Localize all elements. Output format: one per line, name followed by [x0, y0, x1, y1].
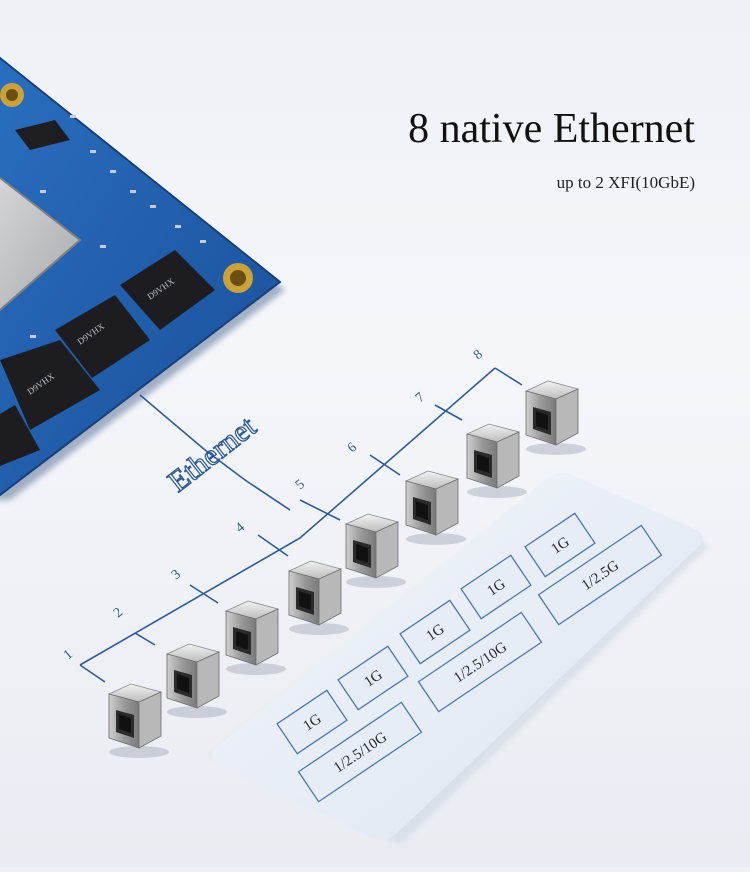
rj45-jacks — [107, 380, 586, 758]
rj45-jack-8 — [524, 380, 586, 455]
port-number-5: 5 — [293, 477, 308, 493]
rj45-jack-5 — [344, 513, 406, 588]
subheadline: up to 2 XFI(10GbE) — [556, 173, 695, 192]
speed-box-2500: 1/2.5G — [537, 524, 663, 626]
port-number-3: 3 — [169, 567, 184, 583]
speed-box-1g-3: 1G — [399, 599, 471, 665]
port-number-4: 4 — [233, 520, 248, 536]
speed-box-1g-4: 1G — [460, 554, 532, 620]
rj45-jack-7 — [465, 423, 527, 498]
speed-box-1g-5: 1G — [524, 512, 596, 578]
speed-box-xfi-2: 1/2.5/10G — [417, 611, 543, 713]
rj45-jack-3 — [224, 600, 286, 675]
speed-box-1g-2: 1G — [337, 645, 409, 711]
speed-boxes: 1G 1G 1G 1G 1G 1/2.5/10G — [276, 512, 663, 803]
speed-box-1g-1: 1G — [276, 689, 348, 755]
rj45-jack-1 — [107, 683, 169, 758]
pcb-board: D9VHX D9VHX D9VHX — [0, 56, 285, 500]
ethernet-bus — [79, 367, 523, 683]
port-number-6: 6 — [345, 440, 360, 456]
port-number-1: 1 — [61, 647, 76, 663]
rj45-jack-2 — [165, 643, 227, 718]
port-number-2: 2 — [111, 605, 126, 621]
port-number-8: 8 — [471, 347, 486, 363]
headline: 8 native Ethernet — [408, 106, 695, 152]
bus-label: Ethernet — [162, 410, 263, 499]
rj45-jack-6 — [404, 470, 466, 545]
rj45-jack-4 — [287, 560, 349, 635]
port-number-7: 7 — [413, 390, 428, 406]
